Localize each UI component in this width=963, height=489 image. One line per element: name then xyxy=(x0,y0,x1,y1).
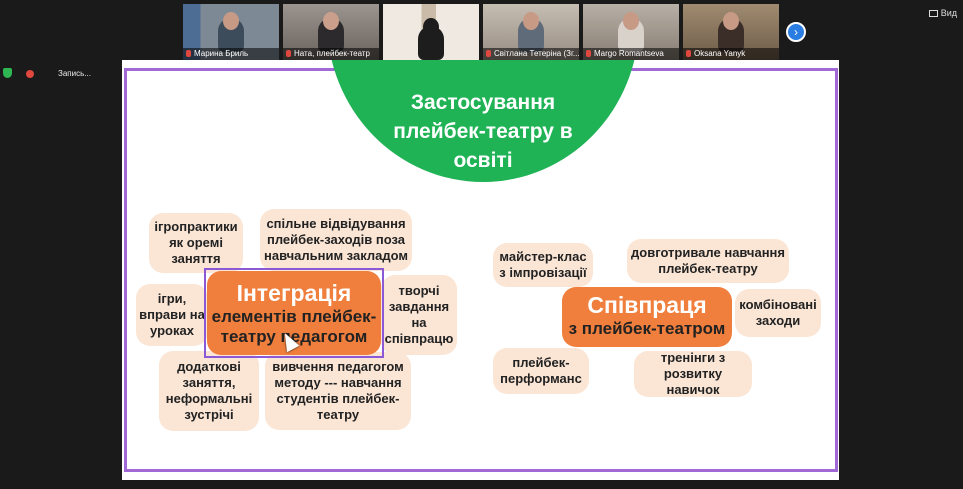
participant-tile[interactable]: Margo Romantseva xyxy=(583,4,679,60)
participant-strip: Марина Бриль Ната, плейбек-театр Світлан… xyxy=(183,4,779,60)
mic-muted-icon xyxy=(486,50,491,57)
participant-tile[interactable]: Марина Бриль xyxy=(183,4,279,60)
participant-tile[interactable]: Світлана Тетеріна (Зг... xyxy=(483,4,579,60)
recording-icon xyxy=(26,70,34,78)
participant-name: Oksana Yanyk xyxy=(694,49,746,58)
participant-tile[interactable]: Ната, плейбек-театр xyxy=(283,4,379,60)
participant-tile[interactable] xyxy=(383,4,479,60)
participant-tile[interactable]: Oksana Yanyk xyxy=(683,4,779,60)
recording-label: Запись... xyxy=(58,69,91,78)
item-joint-visits: спільне відвідування плейбек-заходів поз… xyxy=(260,209,412,271)
cooperation-box: Співпраця з плейбек-театром xyxy=(562,287,732,347)
shared-slide: Застосування плейбек-театру в освіті ігр… xyxy=(122,60,839,480)
participant-name: Світлана Тетеріна (Зг... xyxy=(494,49,579,58)
participant-name: Ната, плейбек-театр xyxy=(294,49,370,58)
item-method-study: вивчення педагогом методу --- навчання с… xyxy=(265,352,411,430)
mic-muted-icon xyxy=(586,50,591,57)
item-skills-training: тренінги з розвитку навичок xyxy=(634,350,752,397)
mic-muted-icon xyxy=(186,50,191,57)
item-games-in-lessons: ігри, вправи на уроках xyxy=(136,284,208,346)
grid-view-icon xyxy=(928,10,938,17)
integration-box: Інтеграція елементів плейбек- театру пед… xyxy=(207,271,381,355)
item-creative-tasks: творчі завдання на співпрацю xyxy=(381,275,457,355)
item-playback-performance: плейбек-перформанс xyxy=(493,348,589,394)
item-extra-classes: додаткові заняття, неформальні зустрічі xyxy=(159,351,259,431)
item-game-practices: ігропрактики як оремі заняття xyxy=(149,213,243,273)
participant-name: Margo Romantseva xyxy=(594,49,664,58)
selection-outline xyxy=(204,268,384,358)
mic-muted-icon xyxy=(286,50,291,57)
participant-name: Марина Бриль xyxy=(194,49,249,58)
view-button[interactable]: Вид xyxy=(928,8,957,18)
security-shield-icon[interactable] xyxy=(3,68,12,78)
mic-muted-icon xyxy=(686,50,691,57)
item-master-class: майстер-клас з імпровізації xyxy=(493,243,593,287)
item-long-training: довготривале навчання плейбек-театру xyxy=(627,239,789,283)
slide-title: Застосування плейбек-театру в освіті xyxy=(393,91,573,172)
chevron-right-icon[interactable]: › xyxy=(786,22,806,42)
item-combined-events: комбіновані заходи xyxy=(735,289,821,337)
